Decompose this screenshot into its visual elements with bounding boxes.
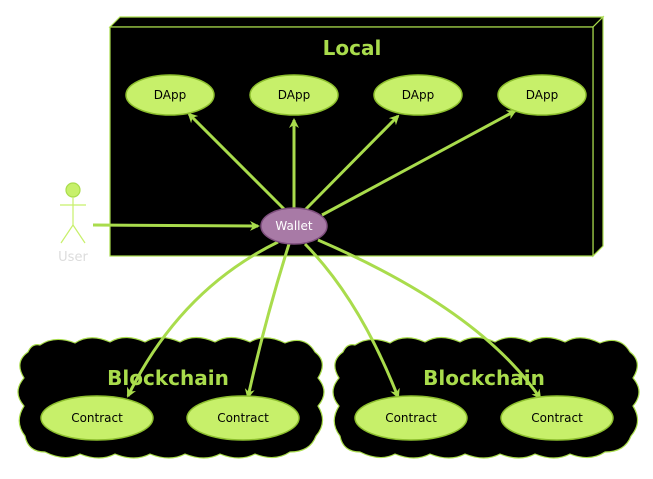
contract-node[interactable]: Contract <box>354 395 468 441</box>
contract-ellipse <box>186 395 300 441</box>
blockchain-title: Blockchain <box>107 366 229 390</box>
contract-ellipse <box>354 395 468 441</box>
contract-label: Contract <box>71 411 123 425</box>
wallet-node[interactable]: Wallet <box>260 207 328 245</box>
contract-ellipse <box>500 395 614 441</box>
edge-wallet-dapp-3 <box>303 114 400 212</box>
dapp-node[interactable]: DApp <box>373 74 463 116</box>
local-node: Local <box>108 15 605 258</box>
dapp-label: DApp <box>154 88 186 102</box>
dapp-label: DApp <box>526 88 558 102</box>
contract-label: Contract <box>217 411 269 425</box>
user-label: User <box>58 250 88 265</box>
dapp-label: DApp <box>278 88 310 102</box>
user-actor-icon <box>60 182 86 244</box>
local-node-front-face <box>109 26 594 257</box>
dapp-node[interactable]: DApp <box>125 74 215 116</box>
user-actor[interactable]: User <box>58 182 88 265</box>
wallet-label: Wallet <box>275 219 313 233</box>
wallet-ellipse <box>260 207 328 245</box>
edge-wallet-contract-3 <box>303 242 400 399</box>
dapp-ellipse <box>373 74 463 116</box>
blockchain-cloud-shape <box>17 336 325 459</box>
dapp-ellipse <box>125 74 215 116</box>
contract-node[interactable]: Contract <box>40 395 154 441</box>
contract-label: Contract <box>385 411 437 425</box>
edge-wallet-contract-4 <box>317 238 542 400</box>
local-node-side-face <box>592 15 604 258</box>
dapp-node[interactable]: DApp <box>249 74 339 116</box>
contract-ellipse <box>40 395 154 441</box>
local-title: Local <box>323 36 382 60</box>
local-node-top-face <box>108 16 605 28</box>
dapp-node[interactable]: DApp <box>497 74 587 116</box>
blockchain-cloud-1: Blockchain <box>17 336 325 459</box>
edge-wallet-dapp-1 <box>187 112 287 212</box>
edge-wallet-contract-2 <box>244 243 291 399</box>
contract-label: Contract <box>531 411 583 425</box>
contract-node[interactable]: Contract <box>500 395 614 441</box>
edge-wallet-dapp-4 <box>321 109 517 217</box>
edges <box>92 109 542 400</box>
edge-user-wallet <box>92 220 260 231</box>
edge-wallet-contract-1 <box>126 240 279 398</box>
dapp-label: DApp <box>402 88 434 102</box>
contract-node[interactable]: Contract <box>186 395 300 441</box>
dapp-ellipse <box>497 74 587 116</box>
dapp-ellipse <box>249 74 339 116</box>
